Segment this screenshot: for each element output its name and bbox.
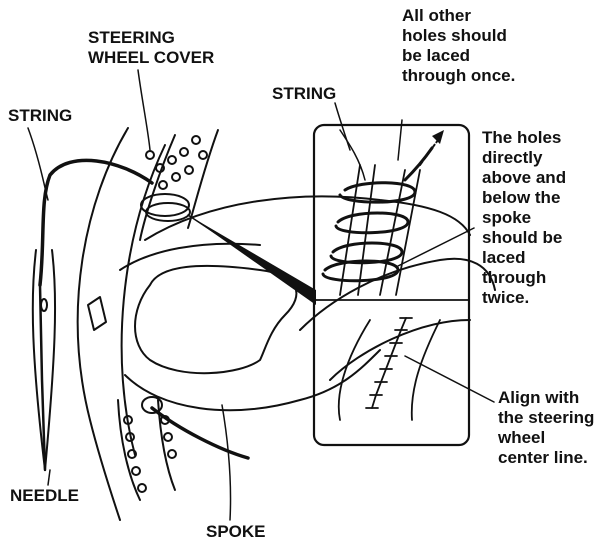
inset-stitches <box>366 318 412 408</box>
holes-above-below-note: The holes directly above and below the s… <box>482 128 566 308</box>
steering-wheel-cover-label: STEERING WHEEL COVER <box>88 28 214 68</box>
holes-note-line-7: laced <box>482 248 566 268</box>
all-other-holes-note: All other holes should be laced through … <box>402 6 515 86</box>
cover-strip-left-edge <box>140 135 175 240</box>
string-upper <box>40 160 152 285</box>
leader-align <box>405 356 494 402</box>
align-note-line-1: Align with <box>498 388 594 408</box>
steering-wheel-cover-line-1: STEERING <box>88 28 214 48</box>
leader-string-inset <box>335 103 350 150</box>
inset-arc-left <box>339 320 370 420</box>
holes-note-line-6: should be <box>482 228 566 248</box>
align-note-line-3: wheel <box>498 428 594 448</box>
inset-box <box>314 125 469 445</box>
string-left-label: STRING <box>8 106 72 126</box>
align-note: Align with the steering wheel center lin… <box>498 388 594 468</box>
holes-note-line-5: spoke <box>482 208 566 228</box>
hub-inner-curve <box>330 320 470 380</box>
holes-note-line-4: below the <box>482 188 566 208</box>
inset-dashed-arrow <box>420 140 438 165</box>
holes-note-line-8: through <box>482 268 566 288</box>
all-other-holes-line-3: be laced <box>402 46 515 66</box>
spoke-pad-outline <box>135 266 296 373</box>
all-other-holes-line-4: through once. <box>402 66 515 86</box>
inset-string-top <box>340 130 365 180</box>
needle-eye <box>41 299 47 311</box>
string-inset-label: STRING <box>272 84 336 104</box>
align-note-line-4: center line. <box>498 448 594 468</box>
holes-note-line-2: directly <box>482 148 566 168</box>
steering-wheel-cover-line-2: WHEEL COVER <box>88 48 214 68</box>
holes-note-line-1: The holes <box>482 128 566 148</box>
leader-string-left <box>28 128 48 200</box>
inset-arc-right <box>412 320 440 420</box>
leader-needle <box>48 470 50 485</box>
leader-spoke <box>222 405 231 520</box>
all-other-holes-line-2: holes should <box>402 26 515 46</box>
holes-note-line-9: twice. <box>482 288 566 308</box>
upper-lacing-holes <box>146 136 207 189</box>
leader-steering-cover <box>138 70 150 150</box>
cover-tag <box>88 297 106 330</box>
needle-label: NEEDLE <box>10 486 79 506</box>
all-other-holes-line-1: All other <box>402 6 515 26</box>
holes-note-line-3: above and <box>482 168 566 188</box>
spoke-label: SPOKE <box>206 522 266 542</box>
needle-right-outline <box>45 250 55 470</box>
align-note-line-2: the steering <box>498 408 594 428</box>
